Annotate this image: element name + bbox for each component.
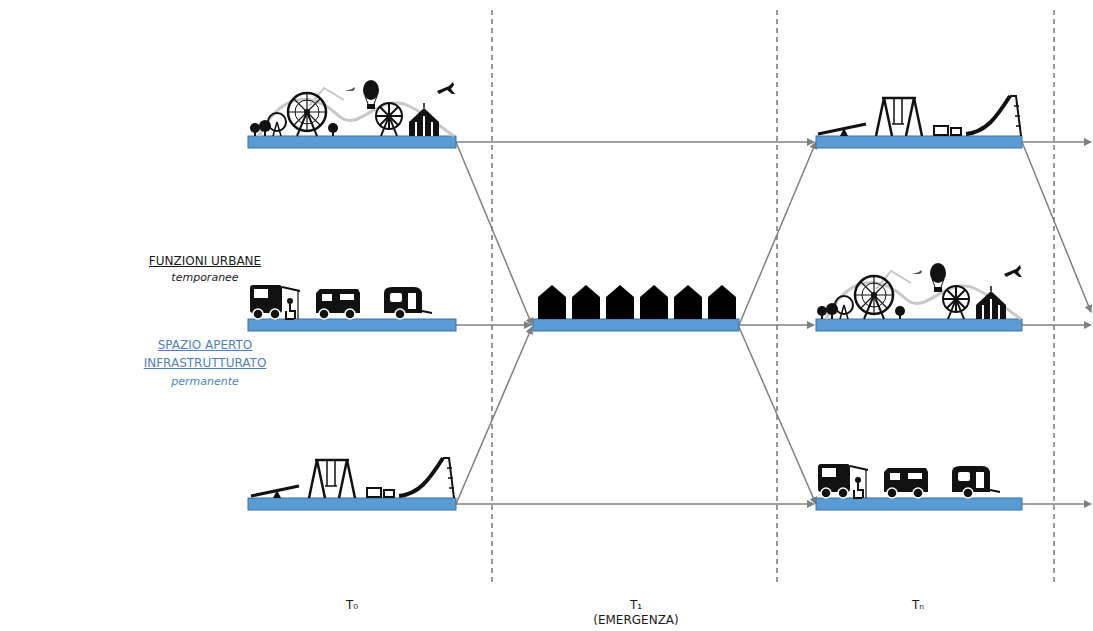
phase-dividers: [492, 10, 1054, 582]
phase-note: (EMERGENZA): [593, 613, 679, 628]
axis-sublabel: temporanee: [171, 270, 238, 285]
axis-sublabel: permanente: [171, 374, 239, 389]
phase-label: T₁: [630, 598, 642, 613]
open-space-bars: [248, 136, 1022, 510]
axis-label: FUNZIONI URBANE: [149, 254, 261, 269]
phase-label: T₀: [346, 598, 358, 613]
transition-arrows: [456, 142, 1091, 504]
function-icons: [250, 80, 1022, 498]
axis-label: SPAZIO APERTO INFRASTRUTTURATO: [135, 336, 275, 372]
phase-label: Tₙ: [912, 598, 924, 613]
